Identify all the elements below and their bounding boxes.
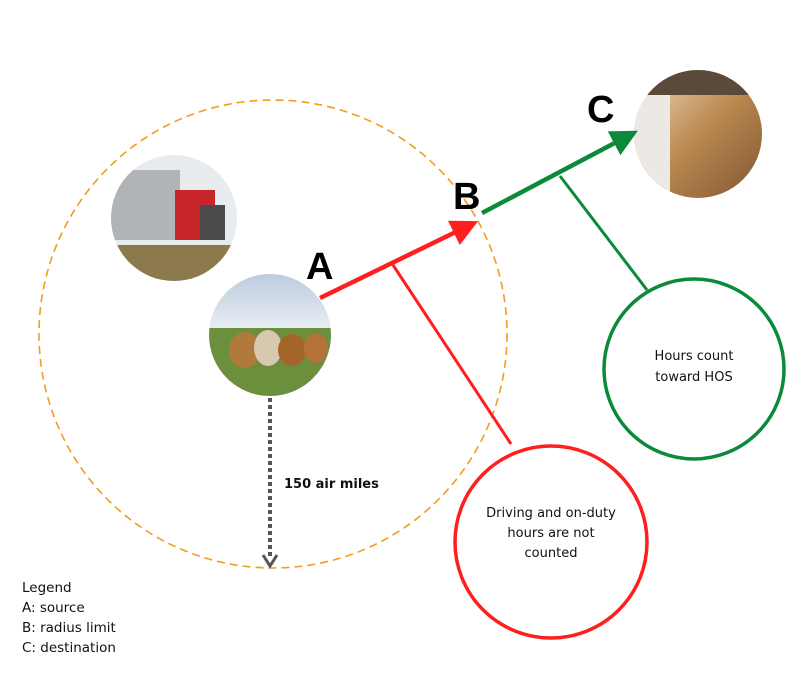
legend: Legend A: source B: radius limit C: dest… bbox=[22, 578, 116, 658]
cows-pasture-image bbox=[209, 274, 331, 396]
counted-text: Hours count toward HOS bbox=[655, 349, 734, 385]
not-counted-line-3: counted bbox=[525, 546, 578, 561]
legend-item-c: C: destination bbox=[22, 640, 116, 656]
legend-item-b: B: radius limit bbox=[22, 620, 116, 636]
not-counted-bubble bbox=[453, 444, 649, 640]
not-counted-line-1: Driving and on-duty bbox=[486, 506, 616, 521]
not-counted-connector bbox=[391, 264, 513, 445]
not-counted-line-2: hours are not bbox=[507, 526, 594, 541]
label-c: C bbox=[587, 89, 614, 131]
legend-item-a: A: source bbox=[22, 600, 85, 616]
legend-title: Legend bbox=[22, 580, 72, 596]
radius-to-destination-arrow bbox=[480, 130, 638, 215]
not-counted-text: Driving and on-duty hours are not counte… bbox=[486, 506, 616, 561]
radius-circle bbox=[38, 99, 508, 569]
feedlot-barn-image bbox=[634, 70, 762, 198]
label-a: A bbox=[306, 246, 333, 288]
radius-label: 150 air miles bbox=[284, 477, 379, 492]
source-to-radius-arrow bbox=[319, 220, 479, 301]
counted-connector bbox=[558, 175, 649, 291]
label-b: B bbox=[453, 176, 480, 218]
counted-line-2: toward HOS bbox=[655, 370, 732, 385]
truck-image bbox=[111, 155, 237, 281]
counted-line-1: Hours count bbox=[655, 349, 734, 364]
counted-bubble bbox=[602, 277, 786, 461]
radius-arrowhead-icon bbox=[261, 554, 279, 569]
